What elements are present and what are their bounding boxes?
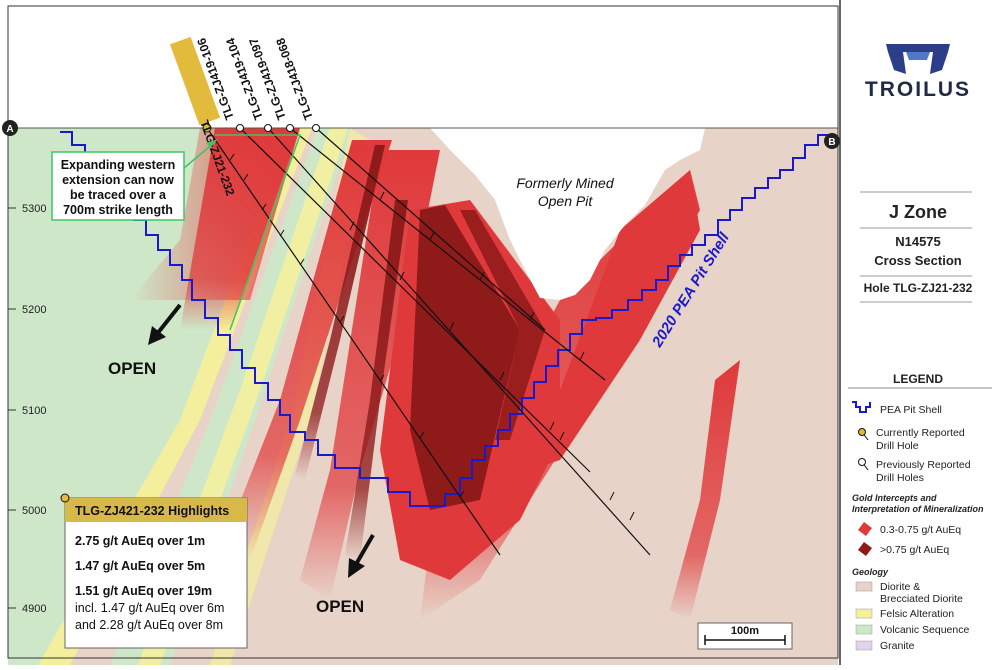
- mineral-low-east: [530, 170, 700, 470]
- western-extension-callout: Expanding western extension can now be t…: [51, 134, 302, 331]
- legend-pit-shell-icon: [852, 401, 871, 413]
- highlights-collar-icon: [60, 493, 70, 503]
- end-a-label: A: [6, 124, 13, 135]
- logo-text: TROILUS: [865, 78, 971, 101]
- collar-previous-097[interactable]: [286, 124, 294, 132]
- map-frame: [7, 5, 839, 659]
- highlights-box: TLG-ZJ421-232 Highlights 2.75 g/t AuEq o…: [60, 493, 248, 649]
- current-hole-label-bg: [169, 36, 221, 126]
- elevation-5200: 5200: [22, 304, 46, 316]
- collar-previous-106[interactable]: [236, 124, 244, 132]
- section-end-a: A: [2, 120, 18, 136]
- open-arrow-south: [348, 533, 375, 578]
- mineral-high-band-2: [410, 205, 520, 510]
- legend-previous-hole-2: Drill Holes: [876, 472, 924, 484]
- intercept-ticks: [229, 153, 635, 521]
- section-end-b: B: [824, 133, 840, 149]
- mineral-low-band-2: [225, 140, 392, 560]
- legend-grade-high: >0.75 g/t AuEq: [880, 544, 949, 556]
- callout-line-2: extension can now: [62, 173, 174, 187]
- mined-pit-label-2: Open Pit: [538, 193, 594, 209]
- legend-previous-hole-icon: [858, 458, 866, 466]
- collar-current-232[interactable]: [202, 123, 212, 133]
- legend-current-hole-icon: [858, 428, 866, 436]
- elevation-5000: 5000: [22, 505, 46, 517]
- elevation-5300: 5300: [22, 203, 46, 215]
- title-panel: TROILUS J Zone N14575 Cross Section Hole…: [839, 0, 1000, 665]
- legend-current-hole-2: Drill Hole: [876, 440, 919, 452]
- collar-previous-068[interactable]: [312, 124, 320, 132]
- highlight-line-3: 1.51 g/t AuEq over 19m: [75, 584, 212, 598]
- mineral-low-band-1: [180, 128, 300, 330]
- drill-hole-trace-106: [239, 127, 591, 473]
- legend-volcanic-swatch: [855, 624, 873, 635]
- troilus-logo-icon: [886, 44, 950, 74]
- drill-hole-trace-097: [289, 127, 606, 381]
- mineral-high-band-3: [460, 210, 545, 440]
- highlight-line-4: incl. 1.47 g/t AuEq over 6m: [75, 601, 224, 615]
- legend-felsic: Felsic Alteration: [880, 608, 954, 620]
- highlight-line-2: 1.47 g/t AuEq over 5m: [75, 559, 205, 573]
- legend-grade-low: 0.3-0.75 g/t AuEq: [880, 524, 961, 536]
- mineral-low-band-5: [670, 360, 740, 620]
- legend: LEGEND PEA Pit Shell Currently Reported …: [848, 372, 992, 652]
- legend-pit-shell: PEA Pit Shell: [880, 404, 942, 416]
- elevation-5100: 5100: [22, 405, 46, 417]
- callout-line-1: Expanding western: [61, 158, 176, 172]
- geology-section: [8, 123, 838, 665]
- legend-diorite-1: Diorite &: [880, 581, 920, 593]
- legend-gold-header-1: Gold Intercepts and: [852, 493, 937, 503]
- legend-title: LEGEND: [893, 372, 943, 386]
- elevation-labels: 5300 5200 5100 5000 4900: [8, 203, 46, 615]
- legend-volcanic: Volcanic Sequence: [880, 624, 969, 636]
- legend-diorite-2: Brecciated Diorite: [880, 593, 963, 605]
- legend-geology-header: Geology: [852, 567, 889, 577]
- panel-hole: Hole TLG-ZJ21-232: [864, 281, 973, 295]
- collar-previous-104[interactable]: [264, 124, 272, 132]
- legend-granite-swatch: [855, 640, 873, 651]
- legend-felsic-swatch: [855, 608, 873, 619]
- legend-high-grade-swatch: [858, 542, 872, 556]
- mined-open-pit: [430, 128, 705, 300]
- legend-current-hole-1: Currently Reported: [876, 427, 965, 439]
- panel-zone: J Zone: [889, 202, 947, 222]
- legend-diorite-swatch: [855, 581, 873, 592]
- drill-hole-traces: [206, 127, 651, 556]
- open-label-west: OPEN: [108, 359, 156, 378]
- legend-gold-header-2: Interpretation of Mineralization: [852, 504, 984, 514]
- callout-line-3: be traced over a: [70, 188, 167, 202]
- highlight-line-5: and 2.28 g/t AuEq over 8m: [75, 618, 223, 632]
- panel-section-type: Cross Section: [874, 253, 961, 268]
- scale-bar: 100m: [697, 622, 793, 650]
- legend-previous-hole-1: Previously Reported: [876, 459, 971, 471]
- scale-label: 100m: [731, 625, 759, 637]
- highlights-title: TLG-ZJ421-232 Highlights: [75, 504, 229, 518]
- mined-pit-label-1: Formerly Mined: [516, 175, 614, 191]
- end-b-label: B: [828, 137, 835, 148]
- highlight-line-1: 2.75 g/t AuEq over 1m: [75, 534, 205, 548]
- mineral-high-band-1: [295, 145, 385, 480]
- open-arrow-west: [148, 303, 182, 345]
- drill-hole-trace-232: [206, 127, 501, 556]
- drill-hole-trace-104: [267, 127, 651, 556]
- elevation-4900: 4900: [22, 603, 46, 615]
- callout-line-4: 700m strike length: [63, 203, 173, 217]
- drill-hole-trace-068: [315, 127, 546, 331]
- open-label-south: OPEN: [316, 597, 364, 616]
- panel-northing: N14575: [895, 234, 941, 249]
- legend-low-grade-swatch: [858, 522, 872, 536]
- highlights-header: [65, 498, 247, 522]
- legend-granite: Granite: [880, 640, 915, 652]
- pea-pit-shell-line: [60, 131, 832, 507]
